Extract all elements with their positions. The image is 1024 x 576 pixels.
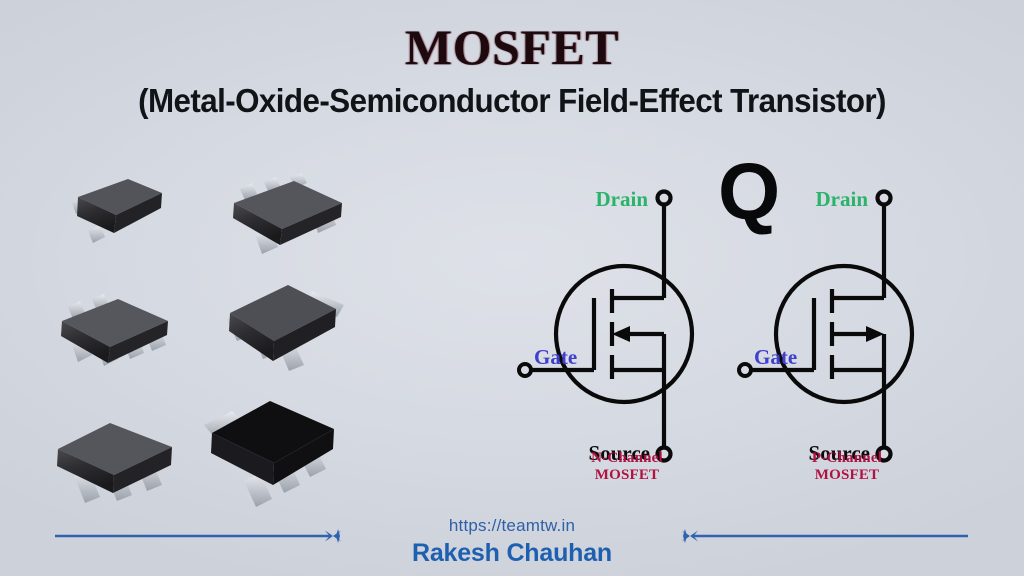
footer-rule-right xyxy=(678,529,968,543)
mosfet-symbol-diagrams: Drain Gate Source xyxy=(500,158,1000,503)
gate-label: Gate xyxy=(754,345,797,369)
package-front xyxy=(229,313,274,361)
package-top xyxy=(62,299,168,347)
package-sot23-small xyxy=(64,175,174,265)
package-side xyxy=(273,309,336,361)
n-channel-caption-line1: N-Channel xyxy=(591,450,663,466)
package-front xyxy=(233,203,282,245)
decorative-q-letter: Q xyxy=(718,147,781,236)
n-channel-mosfet-symbol: Drain Gate Source xyxy=(512,158,742,503)
package-top xyxy=(230,285,336,341)
p-channel-caption-line2: MOSFET xyxy=(814,467,880,484)
package-front xyxy=(211,433,274,485)
drain-label: Drain xyxy=(596,187,649,211)
package-front xyxy=(57,449,114,493)
p-channel-caption-line1: P-Channel xyxy=(811,450,883,466)
source-terminal xyxy=(875,445,893,463)
package-front xyxy=(77,197,116,233)
package-sot353-wide xyxy=(216,173,351,268)
p-channel-mosfet-symbol: Drain Gate Source xyxy=(732,158,962,503)
sparkle-icon-vertical xyxy=(683,529,687,543)
page-subtitle: (Metal-Oxide-Semiconductor Field-Effect … xyxy=(138,82,886,119)
package-top xyxy=(234,181,342,229)
package-side xyxy=(273,429,334,485)
n-channel-caption-line2: MOSFET xyxy=(594,467,660,484)
package-side xyxy=(113,447,172,493)
drain-label: Drain xyxy=(816,187,869,211)
body-arrow-head-left xyxy=(612,326,630,342)
drain-terminal xyxy=(655,189,673,207)
page-title: MOSFET xyxy=(404,19,620,75)
package-top xyxy=(58,423,172,475)
symbol-circle xyxy=(553,263,695,405)
package-top xyxy=(212,401,334,463)
package-front xyxy=(61,321,110,363)
body-arrow-head-right xyxy=(866,326,884,342)
package-side xyxy=(280,203,342,245)
package-side xyxy=(114,193,162,233)
symbol-circle xyxy=(773,263,915,405)
footer-rule-left xyxy=(55,529,345,543)
sparkle-icon-vertical xyxy=(336,529,340,543)
p-channel-caption: P-Channel MOSFET xyxy=(732,450,962,485)
package-d2pak-large xyxy=(194,401,354,516)
footer-author-name: Rakesh Chauhan xyxy=(411,539,613,567)
gate-label: Gate xyxy=(534,345,577,369)
drain-terminal xyxy=(875,189,893,207)
package-sot223-flat xyxy=(48,417,188,512)
mosfet-package-photos xyxy=(46,165,376,510)
package-top xyxy=(78,179,162,215)
package-side xyxy=(108,321,168,363)
package-dpak-tab xyxy=(204,283,354,398)
source-terminal xyxy=(655,445,673,463)
gate-terminal xyxy=(737,362,753,378)
gate-terminal xyxy=(517,362,533,378)
source-label: Source xyxy=(589,441,650,465)
footer-url[interactable]: https://teamtw.in xyxy=(448,516,576,535)
package-sot363-sixlead xyxy=(50,293,185,393)
n-channel-caption: N-Channel MOSFET xyxy=(512,450,742,485)
source-label: Source xyxy=(809,441,870,465)
